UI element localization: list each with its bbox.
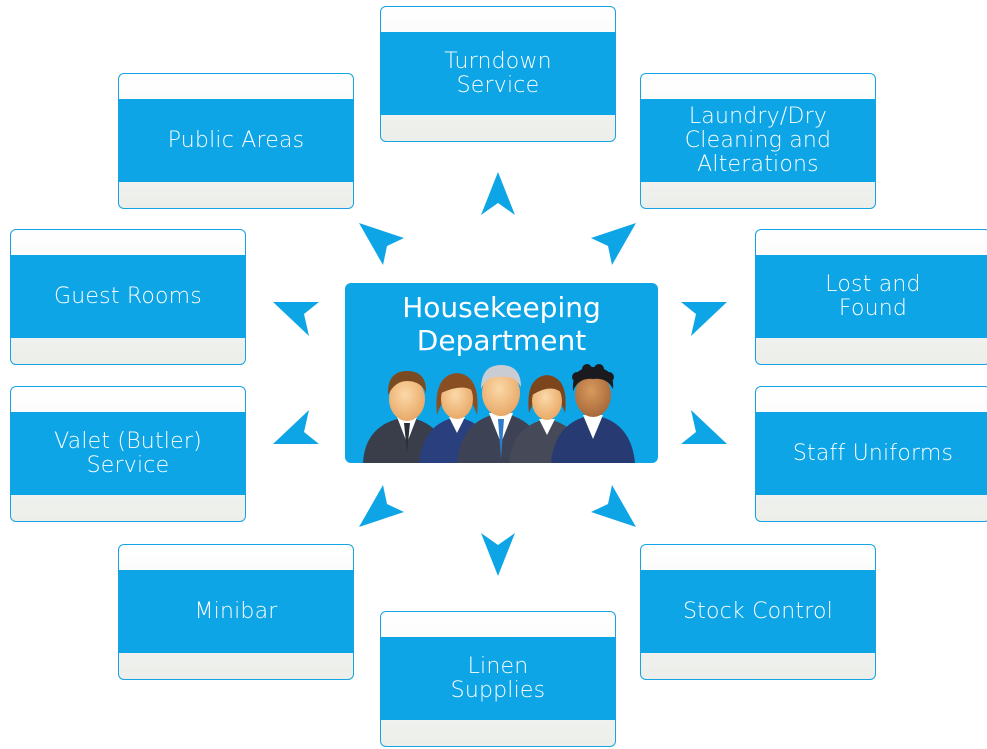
arrow-left-upper-icon [273, 302, 319, 336]
node-guest-rooms: Guest Rooms [10, 229, 246, 365]
node-lost-and-found: Lost and Found [755, 229, 987, 365]
staff-person-5 [551, 364, 635, 463]
arrow-down-icon [481, 533, 515, 576]
node-label: Minibar [119, 570, 353, 653]
arrow-up-right-icon [591, 223, 636, 265]
node-turndown-service: Turndown Service [380, 6, 616, 142]
node-label: Lost and Found [756, 255, 987, 338]
arrow-down-right-icon [591, 485, 636, 527]
node-valet-butler-service: Valet (Butler) Service [10, 386, 246, 522]
center-title: Housekeeping Department [402, 291, 601, 357]
node-label: Stock Control [641, 570, 875, 653]
node-label: Guest Rooms [11, 255, 245, 338]
node-laundry-dry-cleaning: Laundry/Dry Cleaning and Alterations [640, 73, 876, 209]
node-public-areas: Public Areas [118, 73, 354, 209]
arrow-left-lower-icon [273, 410, 319, 444]
node-linen-supplies: Linen Supplies [380, 611, 616, 747]
node-label: Linen Supplies [381, 637, 615, 720]
node-minibar: Minibar [118, 544, 354, 680]
node-stock-control: Stock Control [640, 544, 876, 680]
center-node-housekeeping: Housekeeping Department [345, 283, 658, 463]
node-staff-uniforms: Staff Uniforms [755, 386, 987, 522]
arrow-right-upper-icon [681, 302, 727, 336]
node-label: Turndown Service [381, 32, 615, 115]
arrow-up-left-icon [359, 223, 404, 265]
node-label: Laundry/Dry Cleaning and Alterations [641, 99, 875, 182]
node-label: Public Areas [119, 99, 353, 182]
node-label: Staff Uniforms [756, 412, 987, 495]
arrow-right-lower-icon [681, 410, 727, 444]
staff-group-illustration [363, 364, 635, 463]
arrow-up-icon [481, 172, 515, 215]
arrow-down-left-icon [359, 485, 404, 527]
node-label: Valet (Butler) Service [11, 412, 245, 495]
